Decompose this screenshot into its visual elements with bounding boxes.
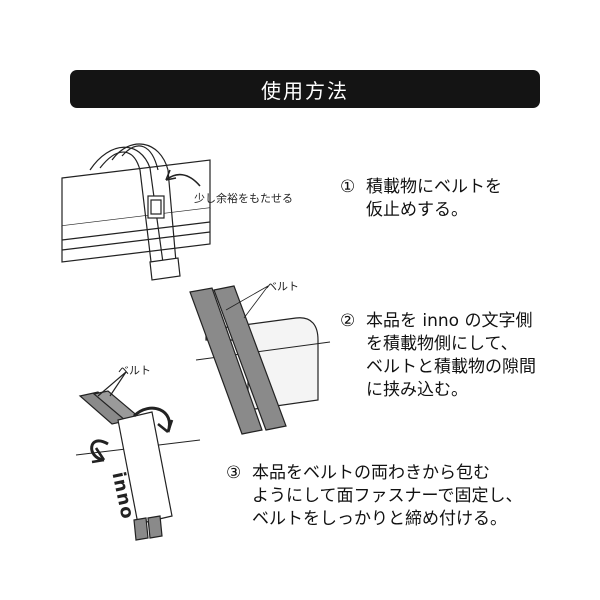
illustration-step2 <box>189 285 331 435</box>
slack-note-label: 少し余裕をもたせる <box>194 192 293 205</box>
step-2: ② 本品を inno の文字側 を積載物側にして、 ベルトと積載物の隙間 に挟み… <box>340 310 536 402</box>
step-1-line-1: 積載物にベルトを <box>366 177 502 197</box>
illustration-step1 <box>61 143 211 281</box>
belt-label-step2: ベルト <box>266 280 299 293</box>
step-2-line-4: に挟み込む。 <box>366 380 468 400</box>
step-1-number: ① <box>340 177 356 197</box>
step-1-line-2: 仮止めする。 <box>366 200 468 220</box>
step-1: ① 積載物にベルトを 仮止めする。 <box>340 176 502 222</box>
step-2-line-2: を積載物側にして、 <box>366 334 518 354</box>
step-3-line-2: ようにして面ファスナーで固定し、 <box>252 486 523 506</box>
step-3-line-1: 本品をベルトの両わきから包む <box>252 463 490 483</box>
belt-label-step3: ベルト <box>118 364 151 377</box>
step-2-line-3: ベルトと積載物の隙間 <box>366 357 536 377</box>
page-title-bar: 使用方法 <box>70 70 540 108</box>
step-3-line-3: ベルトをしっかりと締め付ける。 <box>252 509 507 529</box>
page-title: 使用方法 <box>261 78 349 103</box>
step-2-number: ② <box>340 311 356 331</box>
step-3-number: ③ <box>226 463 242 483</box>
illustration-step3 <box>75 371 201 541</box>
step-2-line-1: 本品を inno の文字側 <box>366 311 533 331</box>
step-3: ③ 本品をベルトの両わきから包む ようにして面ファスナーで固定し、 ベルトをしっ… <box>226 462 522 531</box>
